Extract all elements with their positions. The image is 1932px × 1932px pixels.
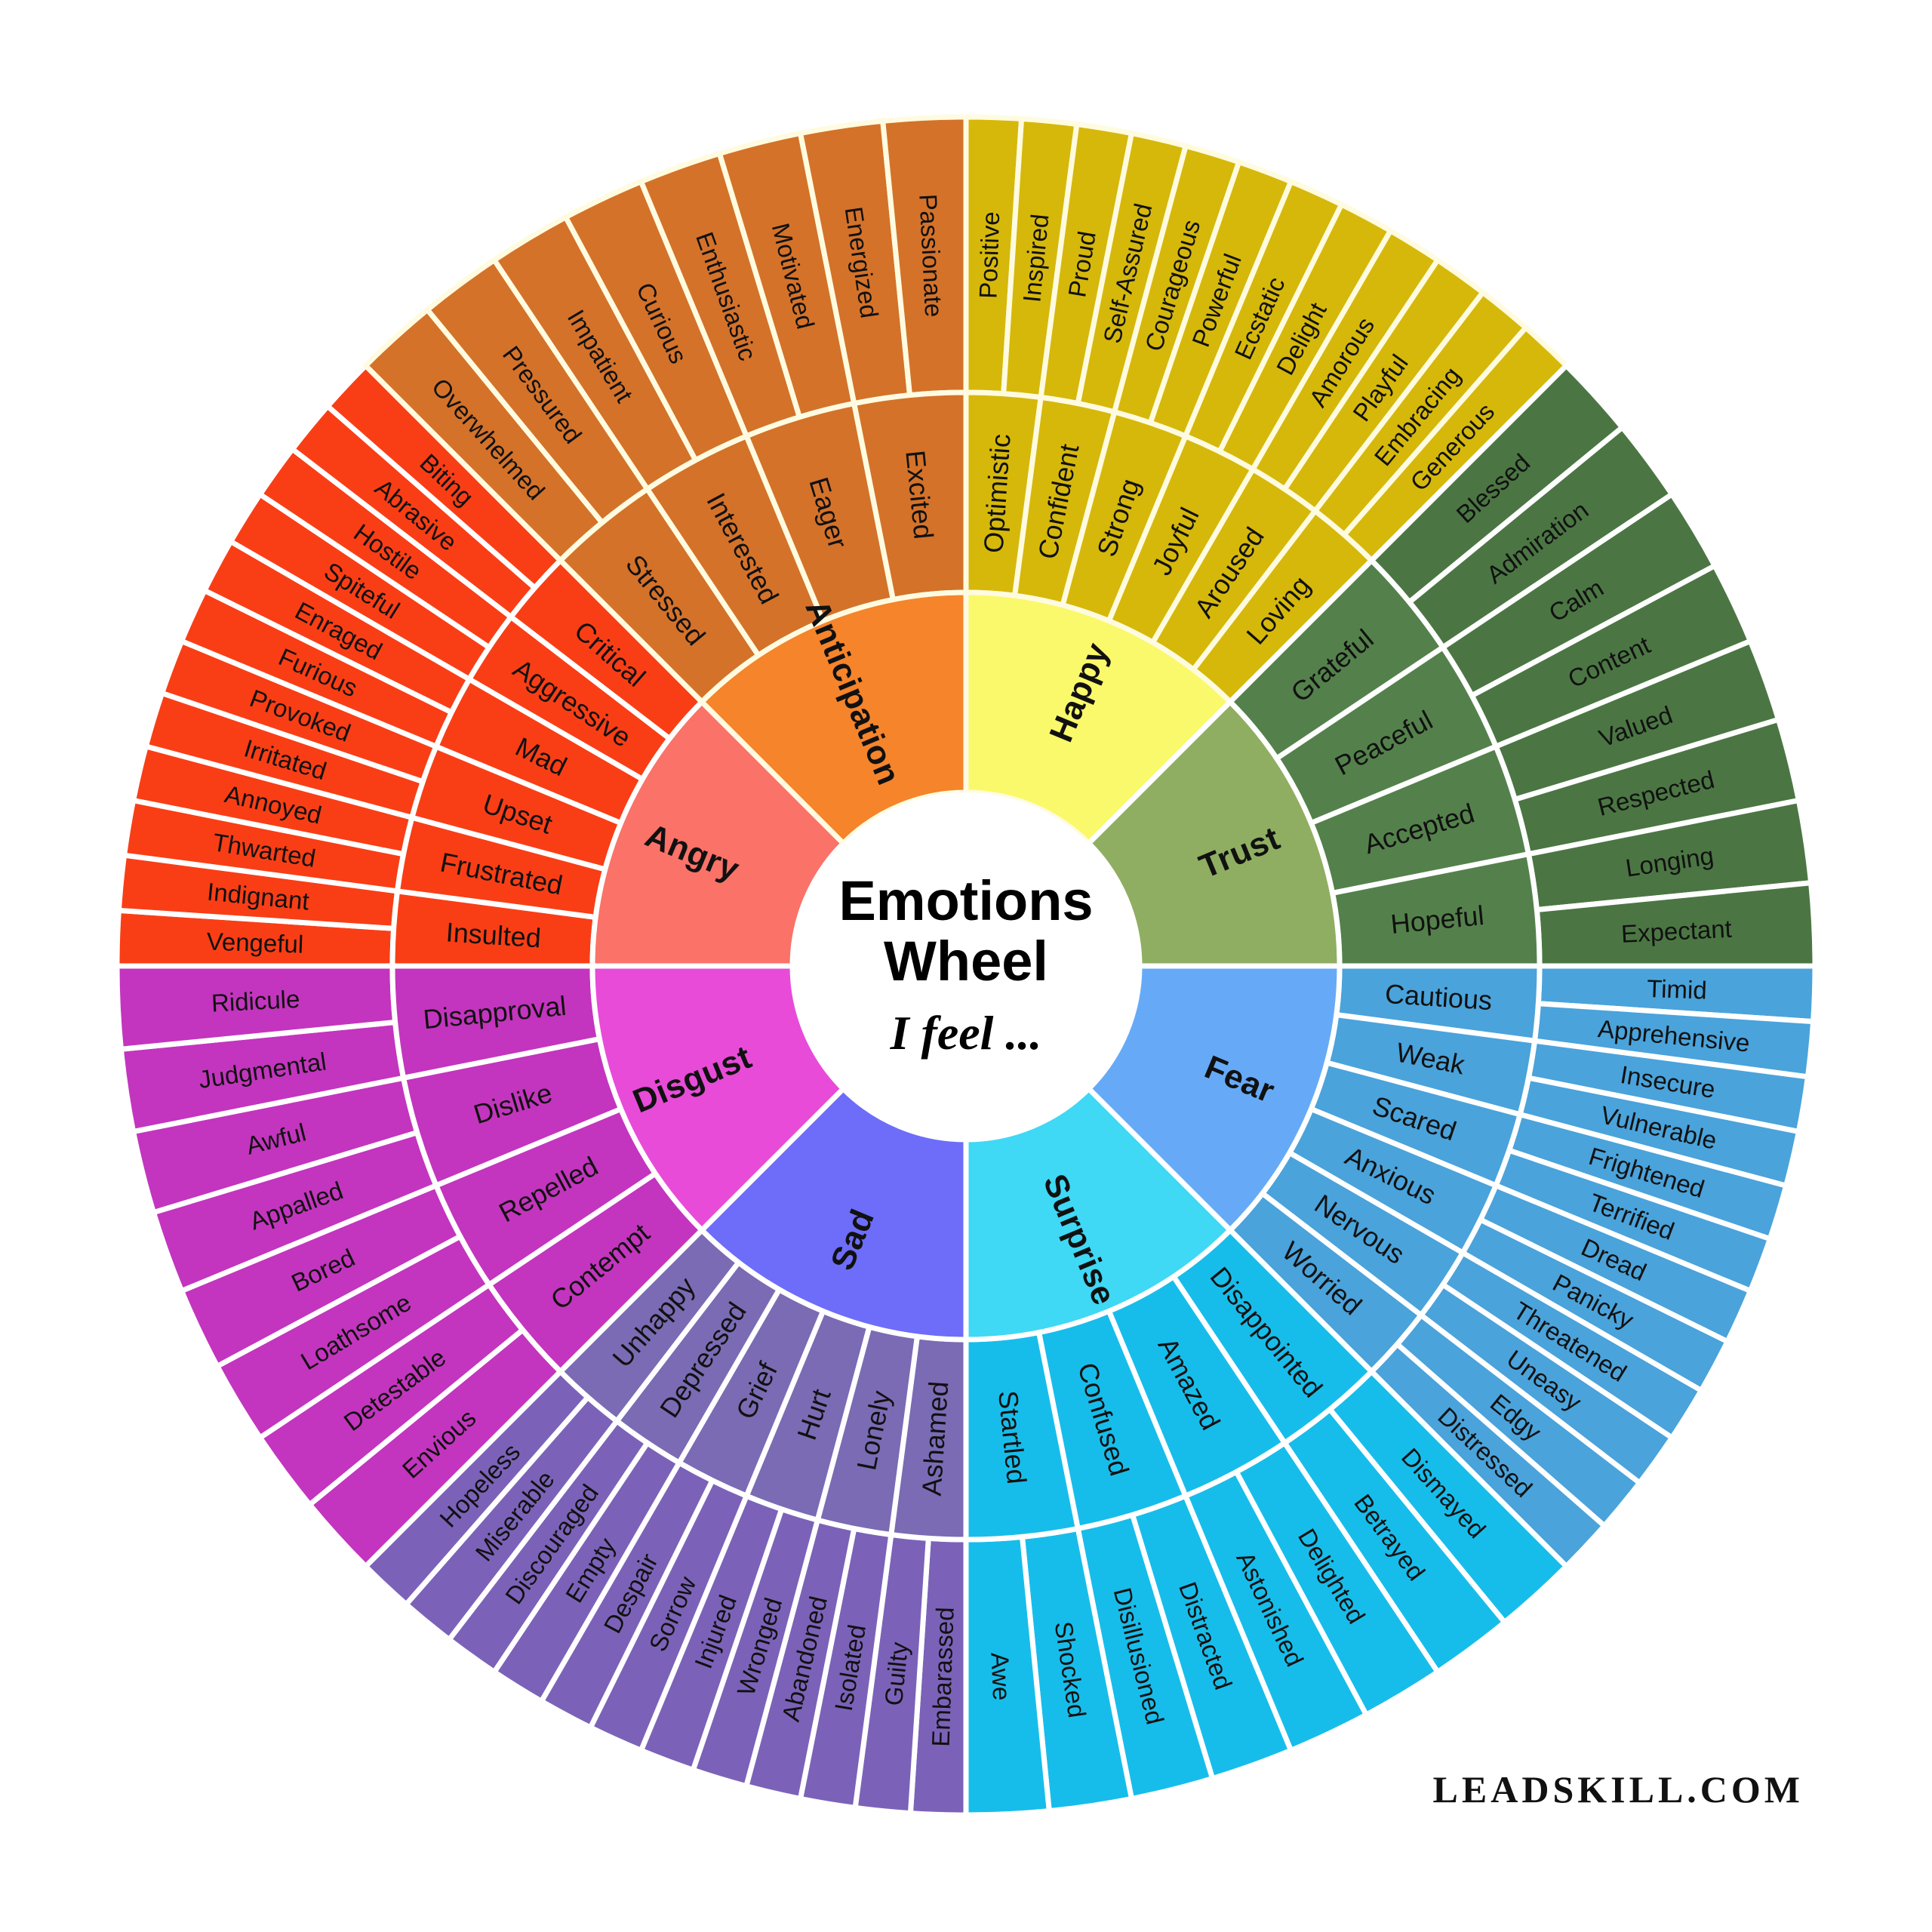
mid-label-sad-0: Ashamed (916, 1380, 955, 1497)
page-title-line1: Emotions (838, 869, 1094, 933)
brand-watermark: LEADSKILL.COM (1432, 1768, 1804, 1810)
outer-label-angry-0: Vengeful (206, 928, 304, 958)
outer-label-trust-7: Expectant (1620, 915, 1732, 948)
outer-label-fear-0: Timid (1647, 974, 1708, 1004)
page-subtitle: I feel ... (890, 1005, 1042, 1060)
outer-label-anticipation-7: Passionate (914, 193, 948, 318)
outer-label-happy-0: Positive (974, 211, 1004, 300)
outer-label-surprise-7: Awe (986, 1652, 1016, 1701)
mid-label-fear-0: Cautious (1384, 978, 1493, 1016)
outer-label-sad-1: Guilty (879, 1641, 913, 1707)
outer-label-sad-0: Embarassed (927, 1607, 959, 1747)
outer-label-disgust-7: Ridicule (211, 985, 300, 1017)
mid-label-angry-0: Insulted (445, 916, 543, 953)
page-title-line2: Wheel (884, 930, 1048, 992)
ring-core-group (589, 589, 1343, 1343)
wheel-hub: Emotions Wheel I feel ... (792, 792, 1140, 1140)
ring-outer-group (114, 114, 1818, 1818)
